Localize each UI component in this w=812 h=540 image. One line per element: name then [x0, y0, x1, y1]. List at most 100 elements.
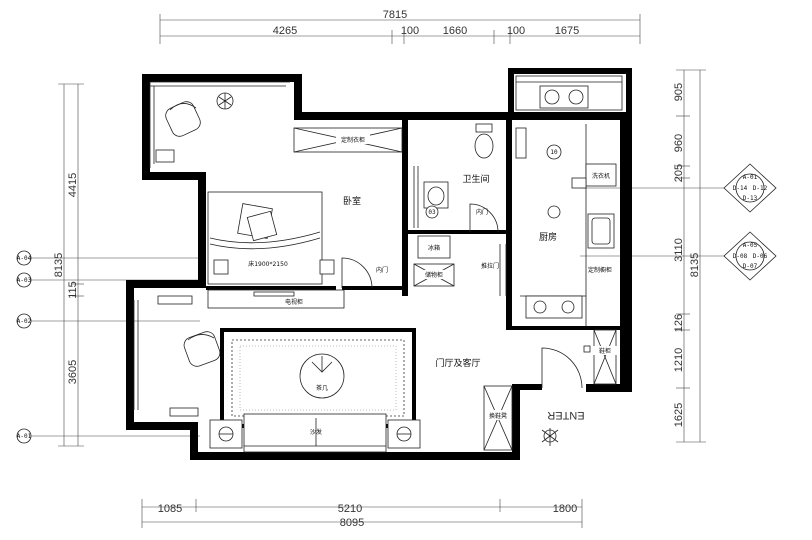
cooktop-icon [539, 85, 589, 109]
bedroom-label: 卧室 [343, 195, 361, 207]
kitchen: 厨房 洗衣机 定制橱柜 [515, 85, 617, 326]
right-dimension-1: 905 [673, 83, 685, 101]
left-dimension-chain: 8135 4415 115 3605 [53, 83, 84, 447]
bedroom-door: 内门 [341, 257, 388, 289]
entrance-label: ENTER [547, 409, 584, 421]
left-section-markers: A-04 A-03 A-02 A-01 [16, 250, 200, 444]
right-dimension-4: 3110 [673, 238, 685, 262]
kitchen-cabinet-label: 定制橱柜 [588, 266, 612, 274]
svg-text:03: 03 [428, 209, 436, 216]
svg-text:内门: 内门 [376, 266, 388, 274]
washer: 洗衣机 [585, 163, 617, 187]
storage-cabinet-label: 储物柜 [425, 271, 443, 279]
shoe-bench-label: 换鞋凳 [489, 412, 507, 420]
top-dimension-5: 1675 [555, 25, 579, 37]
svg-text:内门: 内门 [476, 208, 488, 216]
heater-icon [155, 149, 175, 163]
marker-a02: A-02 [16, 313, 32, 329]
left-dimension-3: 3605 [67, 360, 79, 384]
shoe-bench: 换鞋凳 [483, 385, 513, 451]
wardrobe-label: 定制衣柜 [341, 136, 365, 144]
left-dimension-2: 115 [67, 281, 79, 299]
marker-a01: A-01 [16, 428, 32, 444]
side-table-right [387, 419, 421, 449]
bedroom-corner-window [149, 81, 290, 168]
walls [126, 68, 632, 460]
kitchen-sink-icon [587, 213, 615, 249]
bottom-dimension-chain: 1085 5210 1800 8095 [141, 499, 583, 529]
right-total-dimension: 8135 [689, 253, 701, 277]
sliding-door-label: 推拉门 [481, 262, 499, 270]
sliding-door: 推拉门 [481, 244, 507, 296]
wardrobe: 定制衣柜 [293, 127, 403, 153]
marker-10: 10 [546, 144, 562, 160]
svg-text:A-03: A-03 [17, 277, 32, 284]
entrance-marker: ENTER [541, 409, 585, 446]
marker-diamond-lower: A-05 D-08 D-06 D-07 [723, 231, 777, 281]
kitchen-label: 厨房 [539, 231, 557, 243]
marker-a04: A-04 [16, 250, 32, 266]
marker-diamond-upper: A-01 D-14 D-12 D-13 [723, 163, 777, 213]
side-table-left [209, 419, 243, 449]
bottom-total-dimension: 8095 [340, 517, 364, 529]
marker-a03: A-03 [16, 272, 32, 288]
shoe-cabinet-label: 鞋柜 [599, 347, 611, 355]
svg-text:A-04: A-04 [17, 255, 32, 262]
tv-cabinet: 电视柜 [207, 289, 345, 309]
armchair-icon [165, 101, 201, 137]
bottom-dimension-1: 1085 [158, 503, 182, 515]
right-section-markers: A-01 D-14 D-12 D-13 A-05 D-08 D-06 D-07 [580, 163, 777, 281]
shoe-cabinet: 鞋柜 [592, 329, 618, 385]
svg-text:A-02: A-02 [17, 318, 32, 325]
marker-small-kitchen [547, 205, 561, 219]
top-total-dimension: 7815 [383, 9, 407, 21]
radiator-top-icon [157, 295, 193, 305]
living-room: 门厅及客厅 茶几 [157, 295, 618, 453]
svg-text:A-05: A-05 [743, 242, 758, 249]
top-dimension-chain: 7815 4265 100 1660 100 1675 [159, 9, 641, 44]
right-dimension-3: 205 [673, 164, 685, 182]
plant-icon [216, 92, 234, 110]
bedroom: 卧室 定制衣柜 床1900*2150 [155, 92, 403, 309]
radiator-bottom-icon [169, 407, 199, 417]
bed-label: 床1900*2150 [248, 260, 288, 268]
tea-table: 茶几 [299, 353, 345, 399]
fridge-label: 冰箱 [428, 244, 440, 252]
shower-rail [413, 166, 419, 228]
sink-icon [423, 181, 449, 209]
living-room-label: 门厅及客厅 [435, 357, 480, 369]
left-dimension-1: 4415 [67, 173, 79, 197]
storage-cabinet: 储物柜 [413, 263, 455, 287]
svg-text:D-13: D-13 [743, 195, 758, 202]
sofa-label: 沙发 [310, 428, 322, 436]
person-icon [541, 428, 559, 446]
kitchen-window [515, 75, 623, 111]
outlet-icon [571, 177, 587, 189]
bottom-dimension-2: 5210 [338, 503, 362, 515]
top-dimension-3: 1660 [443, 25, 467, 37]
living-window [133, 300, 139, 410]
svg-text:D-08: D-08 [733, 253, 748, 260]
right-dimension-6: 1210 [673, 348, 685, 372]
tea-table-label: 茶几 [316, 384, 328, 392]
svg-text:D-07: D-07 [743, 263, 758, 270]
bathroom-label: 卫生间 [462, 173, 489, 185]
toilet-icon [474, 123, 494, 159]
living-armchair-icon [183, 331, 221, 367]
svg-text:A-01: A-01 [743, 174, 758, 181]
top-dimension-4: 100 [507, 25, 525, 37]
bottom-dimension-3: 1800 [553, 503, 577, 515]
left-total-dimension: 8135 [53, 253, 65, 277]
entrance-door [541, 345, 591, 389]
fridge: 冰箱 [417, 235, 451, 259]
bed: 床1900*2150 [207, 191, 335, 285]
svg-text:D-12: D-12 [753, 185, 768, 192]
marker-03: 03 [425, 205, 439, 219]
right-dimension-7: 1625 [673, 403, 685, 427]
right-dimension-5: 126 [673, 314, 685, 332]
svg-text:10: 10 [550, 149, 558, 156]
top-dimension-2: 100 [401, 25, 419, 37]
right-dimension-2: 960 [673, 134, 685, 152]
tv-cabinet-label: 电视柜 [285, 298, 303, 306]
